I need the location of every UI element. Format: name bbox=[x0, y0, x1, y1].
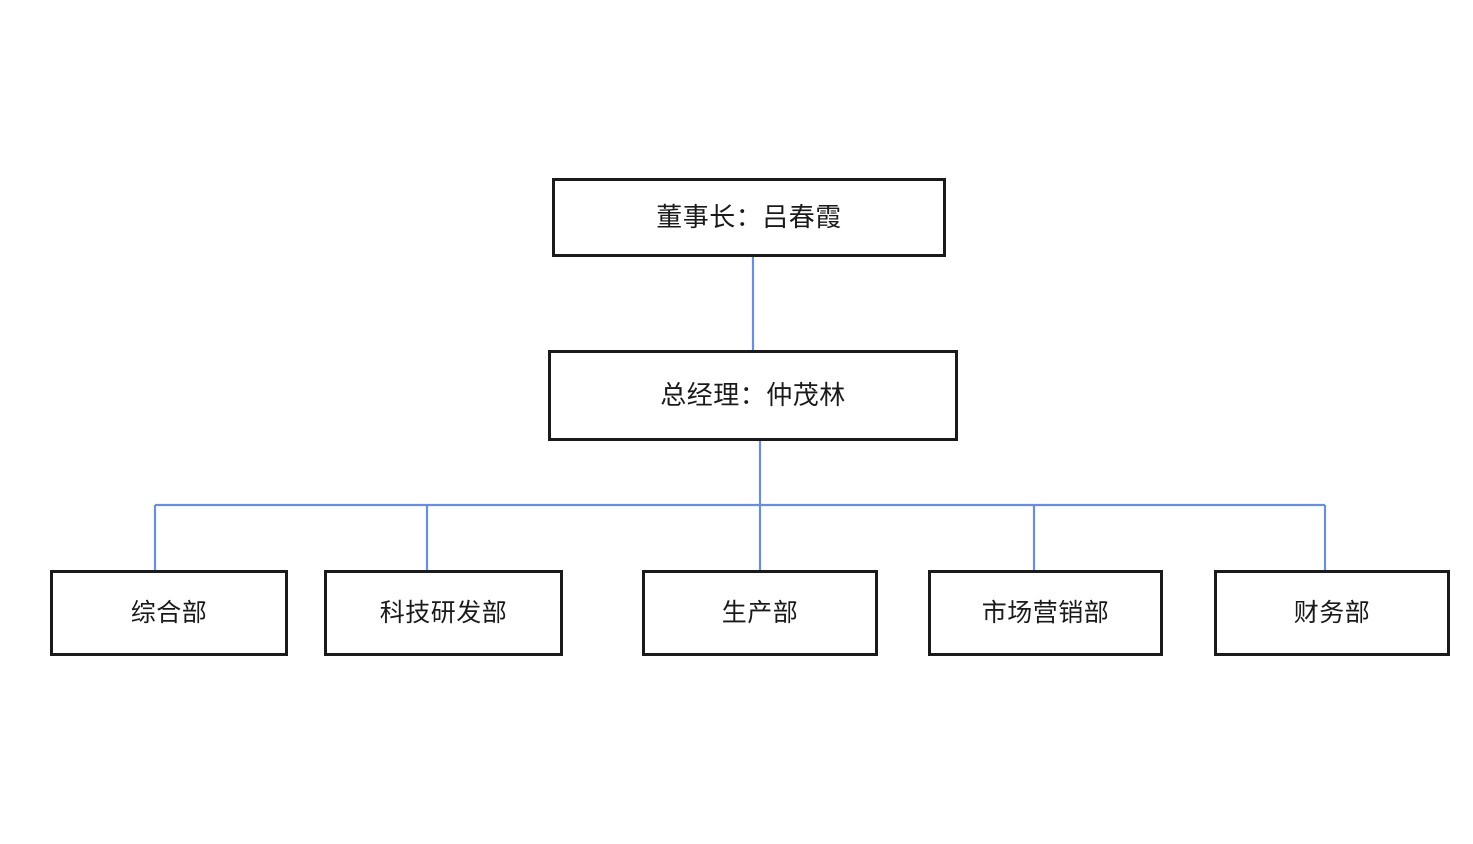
node-chairman-label: 董事长：吕春霞 bbox=[656, 201, 842, 232]
node-department-rnd[interactable]: 科技研发部 bbox=[324, 570, 563, 656]
node-department-finance-label: 财务部 bbox=[1293, 599, 1371, 627]
node-department-production[interactable]: 生产部 bbox=[642, 570, 878, 656]
node-department-finance[interactable]: 财务部 bbox=[1214, 570, 1450, 656]
node-department-production-label: 生产部 bbox=[721, 599, 799, 627]
node-department-rnd-label: 科技研发部 bbox=[379, 599, 508, 627]
node-department-marketing[interactable]: 市场营销部 bbox=[928, 570, 1163, 656]
node-department-comprehensive-label: 综合部 bbox=[130, 599, 208, 627]
node-general-manager-label: 总经理：仲茂林 bbox=[660, 379, 846, 410]
node-department-comprehensive[interactable]: 综合部 bbox=[50, 570, 288, 656]
node-chairman[interactable]: 董事长：吕春霞 bbox=[552, 178, 946, 257]
node-general-manager[interactable]: 总经理：仲茂林 bbox=[548, 350, 958, 441]
node-department-marketing-label: 市场营销部 bbox=[981, 599, 1110, 627]
